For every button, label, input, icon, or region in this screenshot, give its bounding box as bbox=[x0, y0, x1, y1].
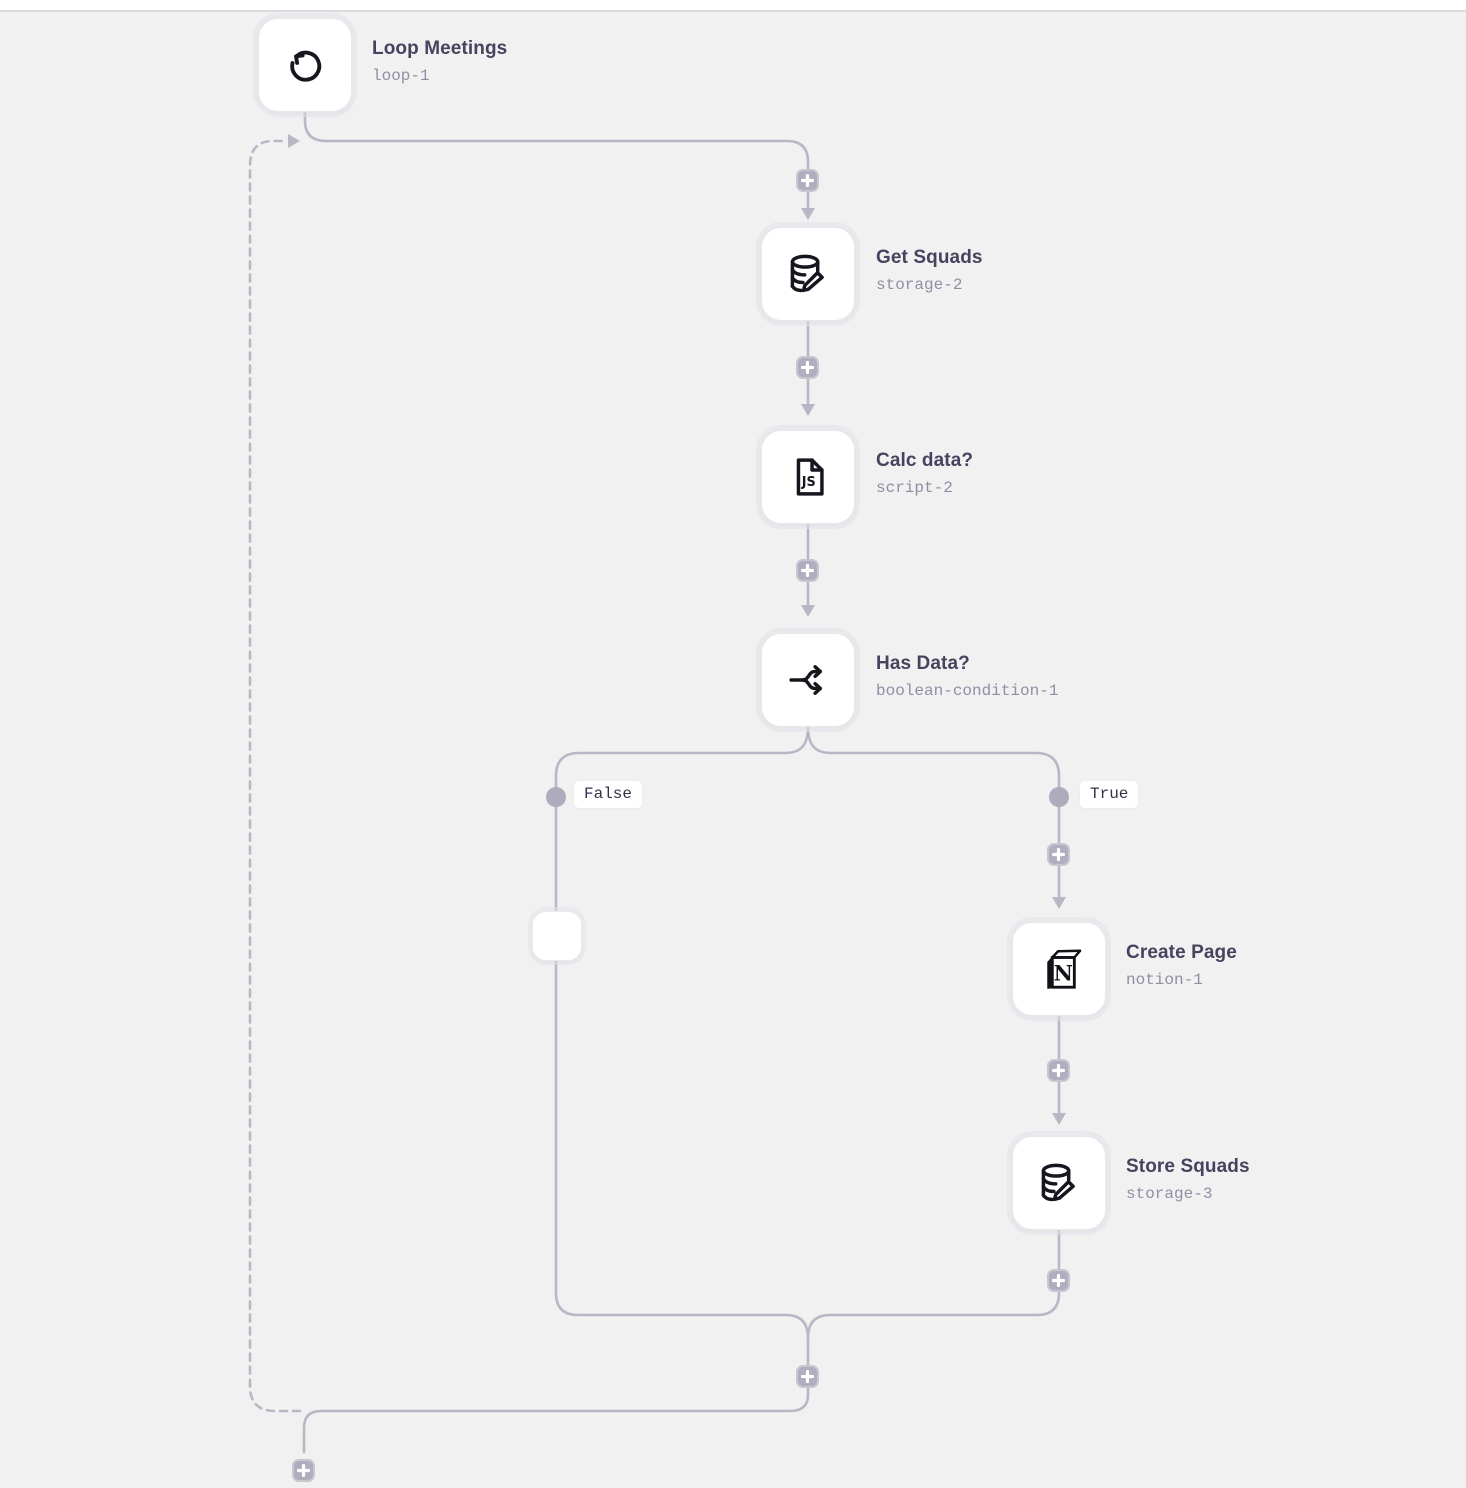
node-store-squads[interactable] bbox=[1012, 1136, 1106, 1230]
arrowhead bbox=[1052, 1113, 1066, 1125]
branch-label-true: True bbox=[1080, 781, 1139, 808]
add-step-button[interactable] bbox=[1047, 843, 1070, 866]
node-label-create-page: Create Page notion-1 bbox=[1126, 941, 1237, 990]
plus-icon bbox=[801, 1370, 814, 1383]
node-get-squads[interactable] bbox=[761, 227, 855, 321]
plus-icon bbox=[801, 361, 814, 374]
svg-text:JS: JS bbox=[801, 475, 816, 490]
node-title: Get Squads bbox=[876, 247, 983, 268]
javascript-file-icon: JS bbox=[796, 458, 824, 496]
add-step-button[interactable] bbox=[796, 559, 819, 582]
svg-text:N: N bbox=[1054, 961, 1073, 986]
edge-merge-to-end bbox=[302, 1334, 810, 1454]
plus-icon bbox=[297, 1464, 310, 1477]
edge-loopback-dashed bbox=[248, 139, 302, 1413]
node-id: loop-1 bbox=[372, 67, 430, 85]
plus-icon bbox=[1052, 1274, 1065, 1287]
node-label-get-squads: Get Squads storage-2 bbox=[876, 246, 983, 295]
branch-port-false-dot bbox=[546, 787, 566, 807]
branch-label-false: False bbox=[574, 781, 643, 808]
node-empty-placeholder[interactable] bbox=[532, 911, 582, 961]
node-id: storage-2 bbox=[876, 276, 963, 294]
node-id: storage-3 bbox=[1126, 1185, 1213, 1203]
loop-icon bbox=[290, 50, 322, 82]
node-id: script-2 bbox=[876, 479, 953, 497]
node-loop-meetings[interactable] bbox=[258, 18, 352, 112]
edge-storesquads-to-merge bbox=[806, 1228, 1061, 1340]
notion-icon: N bbox=[1047, 949, 1082, 989]
node-calc-data[interactable]: JS bbox=[761, 430, 855, 524]
add-step-button[interactable] bbox=[796, 356, 819, 379]
node-label-loop-meetings: Loop Meetings loop-1 bbox=[372, 37, 507, 86]
node-title: Create Page bbox=[1126, 942, 1237, 963]
plus-icon bbox=[1052, 1064, 1065, 1077]
add-step-button[interactable] bbox=[1047, 1059, 1070, 1082]
arrowhead-loopback bbox=[288, 134, 300, 148]
arrowhead bbox=[801, 208, 815, 220]
node-title: Has Data? bbox=[876, 653, 970, 674]
arrowhead bbox=[801, 404, 815, 416]
node-title: Calc data? bbox=[876, 450, 974, 471]
node-has-data[interactable] bbox=[761, 633, 855, 727]
branch-split-icon bbox=[789, 665, 823, 695]
add-step-button[interactable] bbox=[796, 169, 819, 192]
add-step-button[interactable] bbox=[796, 1365, 819, 1388]
database-edit-icon bbox=[790, 254, 824, 293]
arrowhead bbox=[1052, 897, 1066, 909]
database-edit-icon bbox=[1041, 1163, 1075, 1202]
branch-port-true-dot bbox=[1049, 787, 1069, 807]
edge-branch-true bbox=[806, 725, 1061, 900]
add-step-button[interactable] bbox=[1047, 1269, 1070, 1292]
node-id: notion-1 bbox=[1126, 971, 1203, 989]
arrowhead bbox=[801, 605, 815, 617]
node-label-has-data: Has Data? boolean-condition-1 bbox=[876, 652, 1058, 701]
add-step-button[interactable] bbox=[292, 1459, 315, 1482]
edge-loop-to-getsquads bbox=[303, 110, 810, 210]
plus-icon bbox=[801, 564, 814, 577]
plus-icon bbox=[801, 174, 814, 187]
canvas-top-edge bbox=[0, 0, 1466, 12]
node-label-calc-data: Calc data? script-2 bbox=[876, 449, 973, 498]
edge-branch-false bbox=[554, 725, 810, 1340]
node-label-store-squads: Store Squads storage-3 bbox=[1126, 1155, 1250, 1204]
node-title: Loop Meetings bbox=[372, 38, 508, 59]
node-id: boolean-condition-1 bbox=[876, 682, 1059, 700]
node-create-page[interactable]: N bbox=[1012, 922, 1106, 1016]
node-title: Store Squads bbox=[1126, 1156, 1250, 1177]
plus-icon bbox=[1052, 848, 1065, 861]
